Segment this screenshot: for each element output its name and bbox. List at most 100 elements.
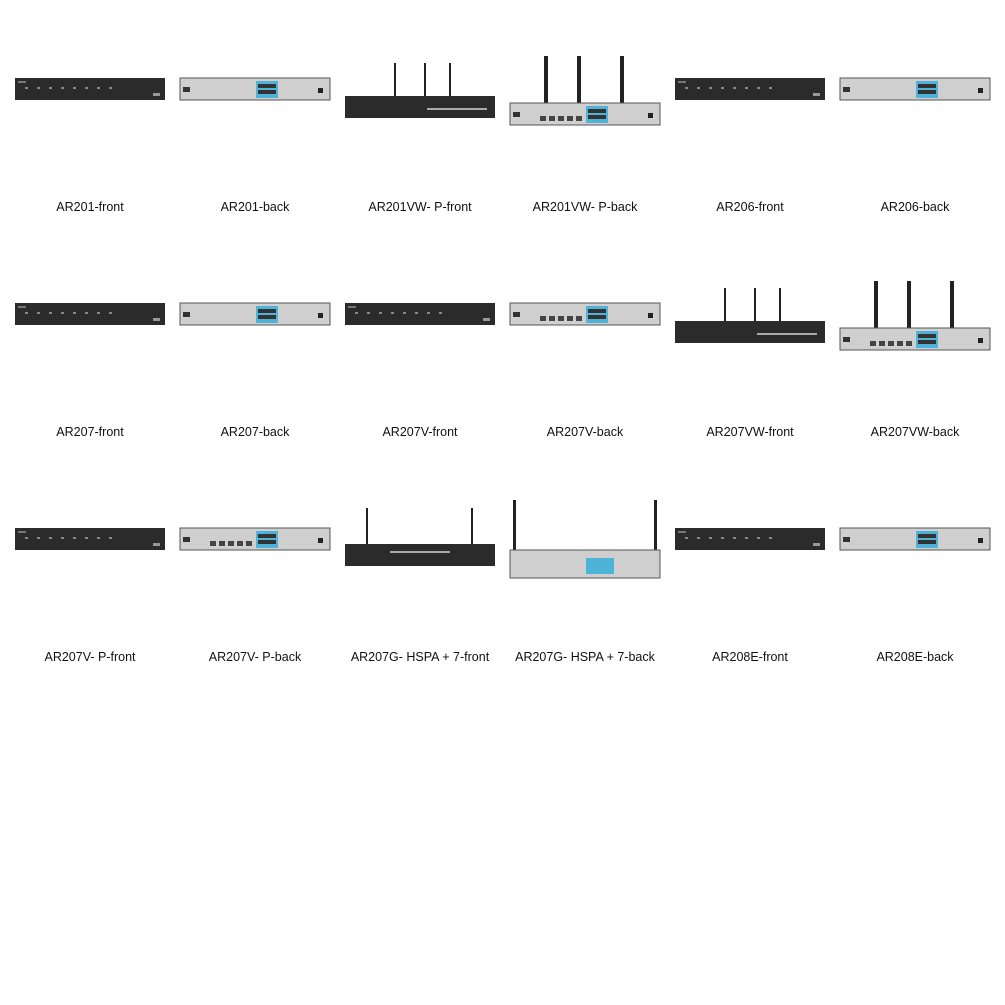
status-led [745, 87, 748, 89]
router-icon [179, 458, 331, 588]
router-icon [345, 8, 495, 138]
status-led [355, 312, 358, 314]
antenna [779, 288, 781, 323]
stencil-item[interactable]: AR207G- HSPA + 7-back [495, 458, 661, 683]
router-body [675, 78, 825, 100]
status-led [367, 312, 370, 314]
stencil-label: AR207VW-front [706, 425, 794, 439]
router-body [675, 528, 825, 550]
status-led [25, 312, 28, 314]
stencil-item[interactable]: AR207V- P-back [165, 458, 331, 683]
status-led [37, 537, 40, 539]
router-drawing [839, 281, 991, 351]
router-icon [345, 233, 495, 363]
stencil-item[interactable]: AR207V-front [330, 233, 495, 458]
router-drawing [345, 508, 495, 566]
router-drawing [675, 78, 825, 100]
router-body [345, 96, 495, 118]
router-body [179, 527, 331, 551]
lan-ports [918, 334, 936, 338]
stencil-label: AR207G- HSPA + 7-front [350, 650, 490, 664]
status-led [49, 87, 52, 89]
router-icon [179, 233, 331, 363]
stencil-item[interactable]: AR207-back [165, 233, 331, 458]
router-icon [15, 458, 165, 588]
stencil-label: AR207V-back [546, 425, 624, 439]
router-drawing [345, 63, 495, 118]
router-drawing [839, 77, 991, 101]
lan-port-block [916, 331, 938, 348]
ethernet-port [228, 541, 234, 546]
stencil-label: AR201-front [56, 200, 124, 214]
ground-screw [318, 538, 323, 543]
router-drawing [15, 303, 165, 325]
lan-port-block [586, 558, 614, 574]
stencil-item[interactable]: AR201VW- P-back [495, 8, 661, 233]
ethernet-port [558, 316, 564, 321]
power-button [483, 318, 490, 321]
lan-ports [588, 115, 606, 119]
stencil-item[interactable]: AR208E-front [660, 458, 825, 683]
stencil-item[interactable]: AR207VW-front [660, 233, 825, 458]
antenna [449, 63, 451, 98]
stencil-item[interactable]: AR201-front [0, 8, 165, 233]
stencil-label: AR207-front [56, 425, 124, 439]
lan-port-block [586, 106, 608, 123]
router-body [15, 78, 165, 100]
status-led [415, 312, 418, 314]
stencil-item[interactable]: AR207VW-back [825, 233, 991, 458]
stencil-item[interactable]: AR201VW- P-front [330, 8, 495, 233]
stencil-item[interactable]: AR207V- P-front [0, 458, 165, 683]
status-led [73, 312, 76, 314]
router-drawing [675, 288, 825, 343]
lan-ports [918, 340, 936, 344]
status-led [25, 537, 28, 539]
ethernet-port [558, 116, 564, 121]
router-drawing [15, 528, 165, 550]
status-led [61, 537, 64, 539]
stencil-item[interactable]: AR207V-back [495, 233, 661, 458]
ground-screw [648, 113, 653, 118]
status-led [439, 312, 442, 314]
status-led [403, 312, 406, 314]
stencil-item[interactable]: AR206-front [660, 8, 825, 233]
lan-ports [258, 309, 276, 313]
status-led [73, 537, 76, 539]
lan-ports [918, 534, 936, 538]
lan-port-block [256, 306, 278, 323]
router-icon [509, 458, 661, 588]
antenna [577, 56, 581, 110]
power-socket [513, 112, 520, 117]
status-led [733, 87, 736, 89]
stencil-item[interactable]: AR208E-back [825, 458, 991, 683]
antenna [620, 56, 624, 110]
stencil-item[interactable]: AR207G- HSPA + 7-front [330, 458, 495, 683]
lan-port-block [256, 81, 278, 98]
status-led [745, 537, 748, 539]
router-drawing [179, 527, 331, 551]
status-led [769, 537, 772, 539]
status-led [49, 537, 52, 539]
router-drawing [345, 303, 495, 325]
stencil-label: AR207V- P-front [44, 650, 136, 664]
power-socket [183, 312, 190, 317]
router-body [345, 303, 495, 325]
lan-ports [918, 540, 936, 544]
antenna [907, 281, 911, 335]
stencil-item[interactable]: AR206-back [825, 8, 991, 233]
ground-screw [978, 538, 983, 543]
stencil-item[interactable]: AR207-front [0, 233, 165, 458]
status-led [709, 537, 712, 539]
router-drawing [179, 77, 331, 101]
status-led [109, 537, 112, 539]
router-icon [839, 458, 991, 588]
ethernet-port [567, 116, 573, 121]
stencil-label: AR207G- HSPA + 7-back [515, 650, 655, 664]
stencil-label: AR207-back [220, 425, 290, 439]
ethernet-port [879, 341, 885, 346]
status-led [685, 537, 688, 539]
stencil-label: AR201VW- P-back [532, 200, 638, 214]
stencil-label: AR208E-back [876, 650, 954, 664]
stencil-item[interactable]: AR201-back [165, 8, 331, 233]
power-socket [513, 312, 520, 317]
